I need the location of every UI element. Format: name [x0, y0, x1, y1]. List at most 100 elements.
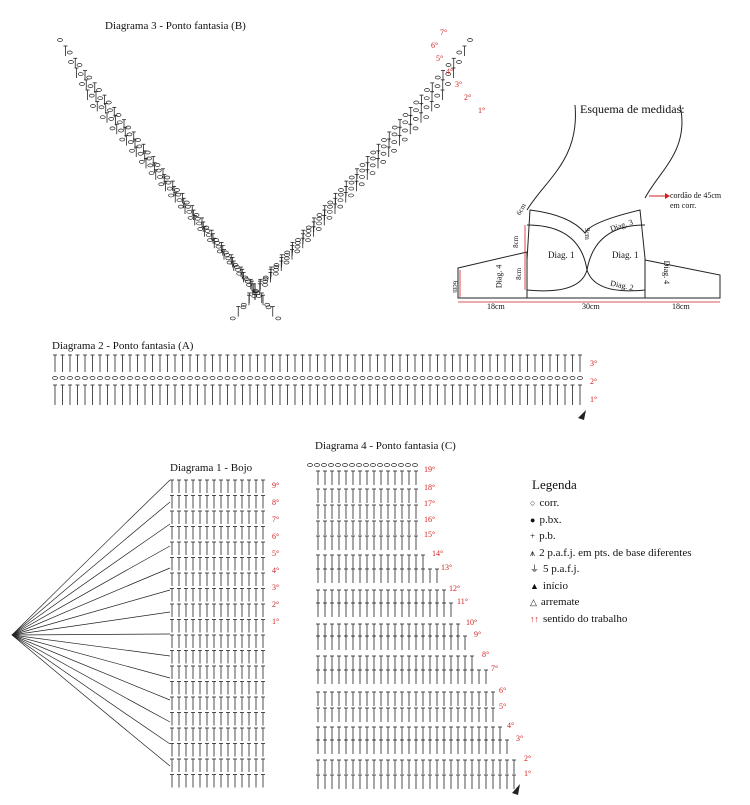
diagram3-row-label: 1° [478, 106, 486, 115]
chain-stitch [419, 376, 426, 380]
chain-stitch [109, 126, 116, 131]
chain-stitch [337, 192, 344, 197]
chain-stitch [539, 376, 546, 380]
chain-stitch [402, 128, 408, 133]
diagram3-row-label: 4° [446, 67, 454, 76]
chain-stitch [445, 82, 451, 86]
chain-stitch [59, 376, 66, 380]
chain-stitch [127, 376, 133, 380]
finish-icon: △ [530, 597, 537, 607]
chain-stitch [457, 376, 463, 380]
chain-stitch [129, 148, 135, 153]
chain-stitch [186, 209, 193, 214]
diagram4-row-label: 12° [449, 584, 461, 593]
chain-stitch [348, 175, 355, 180]
chain-stitch [294, 244, 301, 249]
chain-stitch [577, 376, 583, 380]
chain-stitch [98, 105, 105, 110]
chain-stitch [222, 250, 229, 255]
chain-stitch [305, 225, 312, 230]
schema-title: Esquema de medidas: [580, 102, 685, 116]
chain-stitch [144, 150, 151, 155]
chain-stitch [205, 233, 212, 237]
arrow-head [665, 193, 670, 199]
chain-stitch [389, 376, 396, 380]
diagram4-row-label: 19° [424, 465, 436, 474]
chain-stitch [401, 137, 408, 142]
chain-stitch [314, 376, 321, 380]
chain-stitch [239, 376, 246, 380]
chain-stitch [413, 108, 419, 113]
chain-stitch [87, 84, 94, 88]
chain-stitch [235, 268, 241, 272]
chain-stitch [194, 216, 201, 221]
chain-stitch [464, 376, 471, 380]
diagram1-row-label: 7° [272, 515, 280, 524]
cup-right [586, 224, 646, 292]
chain-stitch [68, 60, 74, 64]
chain-stitch [398, 463, 404, 467]
chain-stitch [243, 277, 250, 281]
label-diag4-right: Diag. 4 [662, 260, 672, 285]
chain-stitch [517, 376, 523, 380]
chain-stitch [127, 140, 134, 144]
diagram4-row-label: 7° [491, 664, 499, 673]
chain-stitch [349, 463, 355, 467]
chain-stitch [76, 63, 83, 67]
chain-stitch [225, 256, 232, 261]
chain-stitch [233, 265, 240, 269]
chain-stitch [316, 216, 323, 221]
chain-stitch [315, 227, 322, 231]
chain-stitch [246, 283, 252, 287]
diagram1-row-label: 2° [272, 600, 280, 609]
chain-stitch [356, 463, 362, 467]
chain-stitch [277, 376, 283, 380]
chain-stitch [391, 132, 398, 137]
chain-stitch [185, 204, 191, 209]
chain-stitch [337, 198, 344, 203]
chain-stitch [116, 120, 123, 125]
cups-outline [526, 209, 646, 299]
chain-stitch [254, 376, 261, 380]
chain-stitch [316, 213, 323, 217]
chain-stitch [148, 171, 155, 175]
chain-stitch [292, 376, 298, 380]
chain-stitch [327, 204, 333, 209]
chain-stitch [262, 283, 268, 287]
chain-stitch [209, 376, 216, 380]
chain-stitch [134, 376, 141, 380]
chain-stitch [374, 376, 381, 380]
chain-stitch [149, 376, 156, 380]
measure-18cm-right: 18cm [672, 302, 690, 311]
chain-stitch [434, 104, 440, 108]
chain-stitch [269, 376, 276, 380]
diagram4-row-label: 4° [507, 721, 515, 730]
chain-stitch [172, 376, 178, 380]
chain-stitch [307, 376, 313, 380]
legend-label: 5 p.a.f.j. [543, 563, 580, 575]
chain-stitch [381, 138, 387, 142]
legend-item: +p.b. [530, 530, 556, 543]
chain-stitch [155, 168, 162, 173]
chain-stitch [226, 260, 233, 265]
chain-stitch [138, 160, 145, 164]
chain-stitch [165, 180, 172, 185]
chain-stitch [179, 376, 186, 380]
chain-stitch [370, 150, 377, 155]
chain-stitch [348, 193, 354, 198]
chain-stitch [251, 294, 258, 298]
chain-stitch [147, 163, 154, 168]
chain-stitch [472, 376, 478, 380]
chain-stitch [547, 376, 553, 380]
slip-stitch-icon: ● [530, 514, 536, 525]
chain-stitch [273, 268, 279, 272]
chain-stitch [284, 376, 291, 380]
chain-stitch [445, 63, 452, 67]
label-diag1-left: Diag. 1 [548, 250, 575, 260]
legend-label: p.b. [539, 530, 556, 542]
chain-stitch [402, 120, 409, 125]
chain-stitch [348, 180, 355, 185]
chain-stitch [423, 96, 430, 101]
chain-stitch [384, 463, 390, 467]
